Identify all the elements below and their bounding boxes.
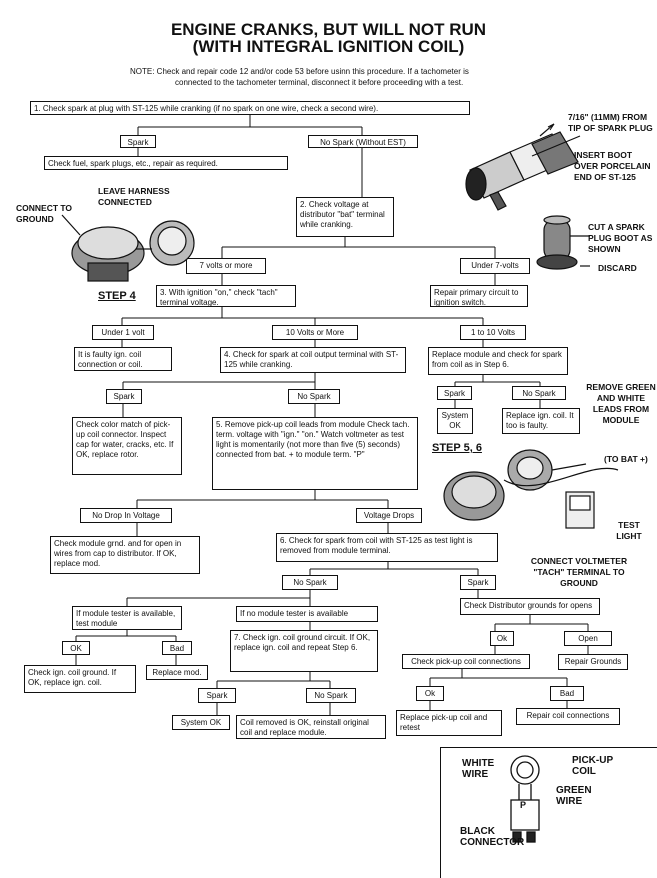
connect-ground-label: CONNECT TO GROUND	[16, 203, 73, 224]
coil-removed-box: Coil removed is OK, reinstall original c…	[236, 715, 386, 739]
step6-box: 6. Check for spark from coil with ST-125…	[276, 533, 498, 562]
bad-pickup: Bad	[550, 686, 584, 701]
pickup-coil-diagram	[510, 755, 540, 843]
no-spark-step7: No Spark	[306, 688, 356, 703]
step4-label: STEP 4	[98, 290, 136, 302]
note-line-1: NOTE: Check and repair code 12 and/or co…	[130, 67, 469, 76]
ok-tester: OK	[62, 641, 90, 655]
spark-step7: Spark	[198, 688, 236, 703]
repair-primary-box: Repair primary circuit to ignition switc…	[430, 285, 528, 307]
to-bat-label: (TO BAT +)	[604, 454, 648, 464]
step3-box: 3. With ignition "on," check "tach" term…	[156, 285, 296, 307]
check-coil-ground-box: Check ign. coil ground. If OK, replace i…	[24, 665, 136, 693]
discard-label: DISCARD	[598, 263, 637, 273]
leave-harness-label: LEAVE HARNESS CONNECTED	[98, 186, 170, 207]
step4-box: 4. Check for spark at coil output termin…	[220, 347, 406, 373]
check-distributor-grounds: Check Distributor grounds for opens	[460, 598, 600, 615]
spark-step6: Spark	[460, 575, 496, 590]
test-light-illustration	[443, 449, 619, 529]
bad-tester: Bad	[162, 641, 192, 655]
no-spark-right: No Spark	[512, 386, 566, 400]
repair-coil-connections-box: Repair coil connections	[516, 708, 620, 725]
ok-distributor: Ok	[490, 631, 514, 646]
white-wire-label: WHITE WIRE	[462, 758, 495, 780]
step1-box: 1. Check spark at plug with ST-125 while…	[30, 101, 470, 115]
pickup-coil-label: PICK-UP COIL	[572, 755, 613, 777]
remove-leads-label: REMOVE GREEN AND WHITE LEADS FROM MODULE	[586, 382, 656, 425]
under-seven-volts: Under 7-volts	[460, 258, 530, 274]
if-no-tester-available: If no module tester is available	[236, 606, 378, 622]
replace-module-box: Replace module and check for spark from …	[428, 347, 568, 375]
faulty-coil-box: It is faulty ign. coil connection or coi…	[74, 347, 172, 371]
no-spark-step4: No Spark	[288, 389, 340, 404]
cut-boot-label: CUT A SPARK PLUG BOOT AS SHOWN	[588, 222, 653, 254]
connector-p-label: P	[520, 800, 527, 810]
spark-branch-1: Spark	[120, 135, 156, 148]
pickup-coil-inset	[440, 747, 657, 878]
step7-box: 7. Check ign. coil ground circuit. If OK…	[230, 630, 378, 672]
one-to-ten-volts: 1 to 10 Volts	[460, 325, 526, 340]
no-drop-in-voltage: No Drop In Voltage	[80, 508, 172, 523]
step5-box: 5. Remove pick-up coil leads from module…	[212, 417, 418, 490]
replace-mod-box: Replace mod.	[146, 665, 208, 680]
ten-volts-or-more: 10 Volts or More	[272, 325, 358, 340]
black-connector-label: BLACK CONNECTOR	[460, 826, 525, 848]
step56-label: STEP 5, 6	[432, 442, 482, 454]
under-one-volt: Under 1 volt	[92, 325, 154, 340]
tip-label: 7/16" (11MM) FROM TIP OF SPARK PLUG	[568, 112, 653, 133]
step2-box: 2. Check voltage at distributor "bat" te…	[296, 197, 394, 237]
distributor-step4-illustration	[61, 214, 195, 282]
replace-pickup-box: Replace pick-up coil and retest	[396, 710, 502, 736]
color-match-box: Check color match of pick-up coil connec…	[72, 417, 182, 475]
check-pickup-box: Check pick-up coil connections	[402, 654, 530, 669]
spark-tester-illustration	[465, 123, 590, 270]
page-subtitle: (WITH INTEGRAL IGNITION COIL)	[192, 37, 465, 56]
system-ok-right: System OK	[437, 408, 473, 434]
note-line-2: connected to the tachometer terminal, di…	[175, 78, 464, 87]
voltage-drops: Voltage Drops	[356, 508, 422, 523]
no-spark-step6: No Spark	[282, 575, 338, 590]
system-ok-step7: System OK	[172, 715, 230, 730]
seven-volts-or-more: 7 volts or more	[186, 258, 266, 274]
no-spark-branch-1: No Spark (Without EST)	[308, 135, 418, 148]
connect-voltmeter-label: CONNECT VOLTMETER "TACH" TERMINAL TO GRO…	[530, 556, 628, 588]
check-module-ground-box: Check module grnd. and for open in wires…	[50, 536, 200, 574]
replace-coil-right: Replace ign. coil. It too is faulty.	[502, 408, 580, 434]
spark-right: Spark	[437, 386, 472, 400]
green-wire-label: GREEN WIRE	[556, 785, 592, 807]
spark-step4: Spark	[106, 389, 142, 404]
insert-boot-label: INSERT BOOT OVER PORCELAIN END OF ST-125	[574, 150, 651, 182]
if-tester-available: If module tester is available, test modu…	[72, 606, 182, 630]
check-fuel-box: Check fuel, spark plugs, etc., repair as…	[44, 156, 288, 170]
page-title: ENGINE CRANKS, BUT WILL NOT RUN	[170, 20, 487, 39]
open-distributor: Open	[564, 631, 612, 646]
repair-grounds-box: Repair Grounds	[558, 654, 628, 670]
ok-pickup: Ok	[416, 686, 444, 701]
test-light-label: TEST LIGHT	[616, 520, 642, 541]
